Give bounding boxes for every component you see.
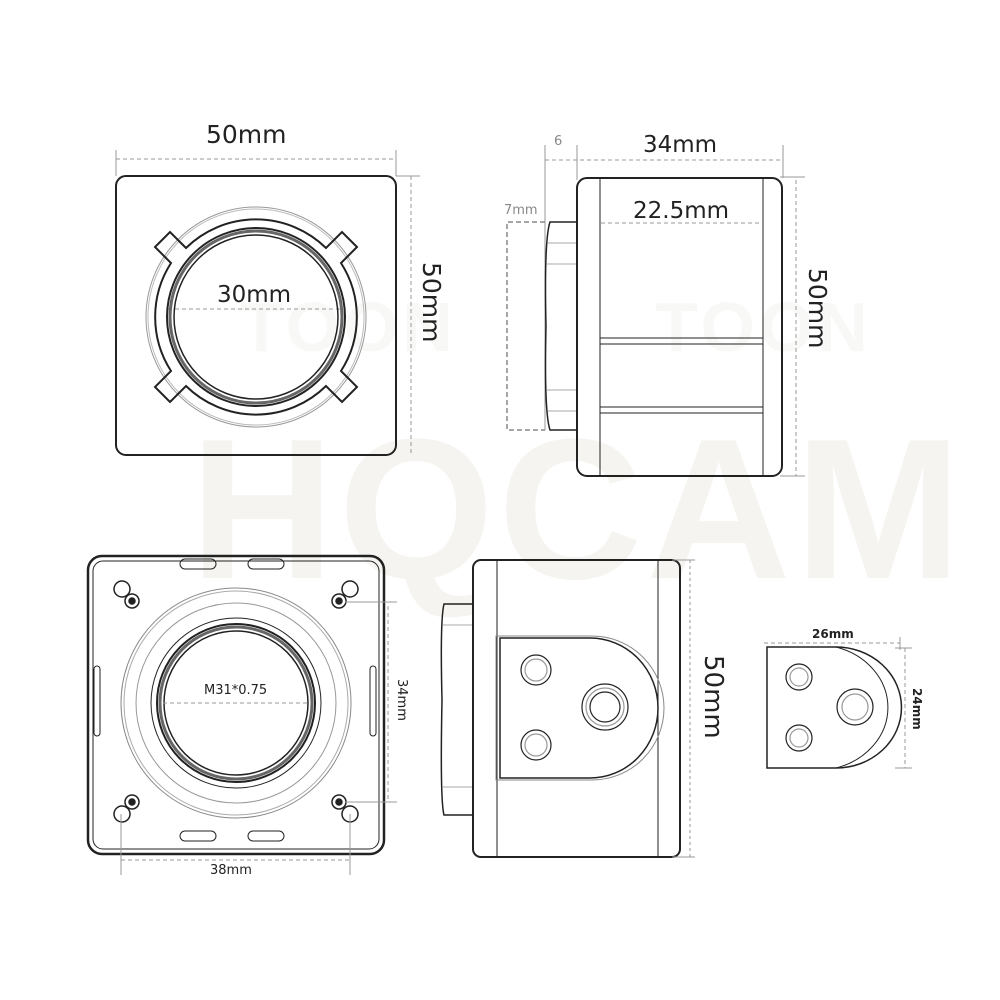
rear-body-outline <box>86 554 386 856</box>
plate-height-label: 24mm <box>910 688 924 730</box>
front-height-label: 50mm <box>417 262 446 343</box>
lens-protrusion-dashed <box>506 221 545 431</box>
front-view <box>115 150 420 456</box>
side-protrusion-label: 7mm <box>504 203 538 218</box>
side-mount-body-outline <box>472 559 681 858</box>
side-flange-label: 6 <box>554 134 563 149</box>
rear-horizontal-spacing-label: 38mm <box>210 863 252 878</box>
rear-thread-label: M31*0.75 <box>204 683 268 698</box>
side-depth-label: 34mm <box>643 132 718 158</box>
mount-plate-view <box>764 637 912 769</box>
side-body-depth-label: 22.5mm <box>633 198 730 224</box>
side-height-label: 50mm <box>803 268 832 349</box>
side-mount-height-label: 50mm <box>698 655 728 739</box>
mount-plate <box>499 637 659 779</box>
front-body-outline <box>115 175 397 456</box>
plate-width-label: 26mm <box>812 627 854 641</box>
rear-vertical-spacing-label: 34mm <box>394 679 409 721</box>
side-body-outline <box>576 177 783 477</box>
side-view <box>506 145 805 477</box>
front-width-label: 50mm <box>206 120 287 149</box>
rear-view <box>86 554 397 875</box>
side-mount-view <box>440 559 695 858</box>
front-aperture-label: 30mm <box>217 282 292 308</box>
bayonet-ring <box>153 218 359 416</box>
front-dimension-lines <box>116 158 412 455</box>
